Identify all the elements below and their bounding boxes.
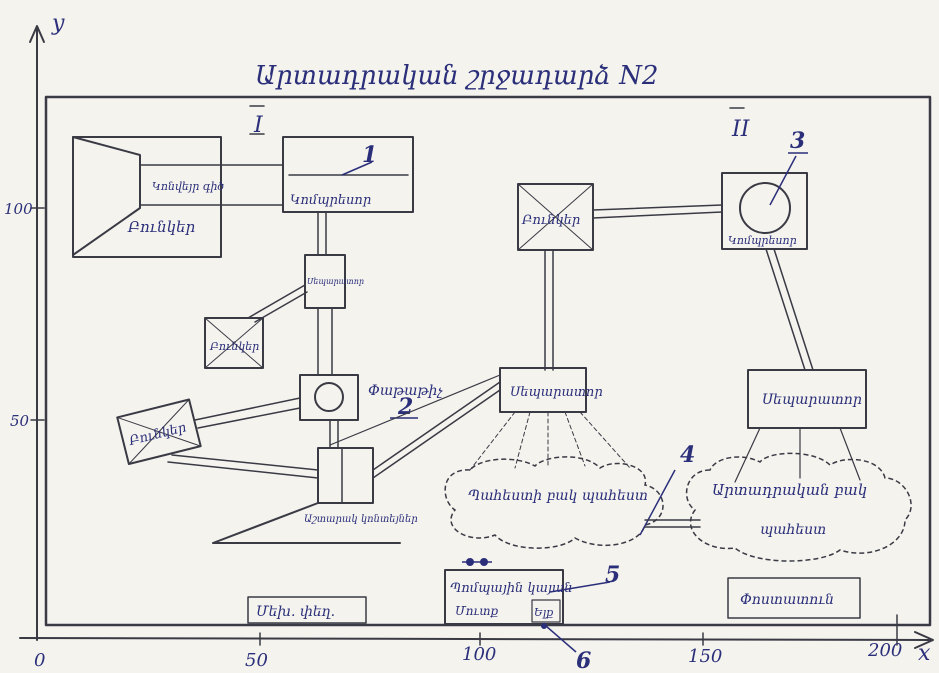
x-tick-100: 100 bbox=[462, 644, 496, 665]
bunker-middle: Բունկեր bbox=[518, 184, 593, 250]
cloud-right-sub: պահեստ bbox=[760, 522, 826, 538]
callout-1: 1 bbox=[362, 142, 377, 168]
silo-small-label: Բունկեր bbox=[209, 340, 259, 353]
y-axis-label: y bbox=[51, 11, 65, 36]
tower-label: Աշտարակ կոնտեյներ bbox=[304, 514, 418, 525]
separator-middle: Սեպարատոր bbox=[500, 368, 603, 412]
pump-station-small: Ելք bbox=[534, 606, 553, 619]
separator-middle-label: Սեպարատոր bbox=[510, 385, 603, 400]
callout-4: 4 bbox=[680, 442, 695, 468]
y-tick-50: 50 bbox=[10, 412, 30, 430]
bottom-right-box-label: Փոստատուն bbox=[740, 592, 834, 608]
separator-small-label: Սեպարատոր bbox=[307, 277, 364, 286]
mixer-2: Փաթաթիչ bbox=[300, 375, 443, 420]
zone-two-marker: II bbox=[731, 117, 751, 142]
unit-1-label: Կոմպրեսոր bbox=[290, 193, 371, 208]
bunker-top-left: Բունկեր bbox=[73, 137, 221, 257]
conveyor-top-label: Կոնվեյր գիծ bbox=[152, 180, 224, 193]
pump-station-line1: Պոմպային կայան bbox=[450, 581, 573, 596]
silo-small: Բունկեր bbox=[205, 318, 263, 368]
unit-3-label: Կոմպրեսոր bbox=[728, 234, 797, 247]
callout-3: 3 bbox=[790, 128, 805, 154]
bottom-right-box: Փոստատուն bbox=[728, 578, 860, 618]
bottom-left-box: Մեխ. փեղ. bbox=[248, 597, 366, 623]
separator-small: Սեպարատոր bbox=[305, 255, 364, 308]
diagram-title: Արտադրական շրջադարձ N2 bbox=[255, 61, 658, 91]
x-tick-0: 0 bbox=[34, 650, 45, 671]
cloud-right: Արտադրական բակ պահեստ bbox=[687, 453, 912, 561]
separator-right-label: Սեպարատոր bbox=[762, 392, 862, 408]
site-boundary bbox=[46, 97, 930, 625]
marker-dot bbox=[541, 623, 547, 629]
unit-1: Կոմպրեսոր bbox=[283, 137, 413, 212]
bunker-left-label: Բունկեր bbox=[127, 420, 188, 449]
bunker-left: Բունկեր bbox=[117, 400, 200, 464]
x-tick-200: 200 bbox=[867, 640, 902, 661]
cloud-left: Պահեստի բակ պահեստ bbox=[445, 457, 663, 548]
unit-3: Կոմպրեսոր bbox=[722, 173, 807, 249]
callout-5: 5 bbox=[605, 562, 620, 588]
x-tick-150: 150 bbox=[688, 646, 722, 667]
axes bbox=[20, 26, 933, 648]
bottom-left-box-label: Մեխ. փեղ. bbox=[256, 604, 335, 620]
bunker-middle-label: Բունկեր bbox=[521, 213, 580, 228]
y-tick-100: 100 bbox=[4, 200, 33, 218]
bunker-top-left-label: Բունկեր bbox=[127, 218, 195, 236]
x-tick-50: 50 bbox=[245, 650, 268, 671]
callout-6: 6 bbox=[576, 648, 591, 673]
cloud-right-label: Արտադրական բակ bbox=[712, 481, 867, 499]
separator-right: Սեպարատոր bbox=[748, 370, 866, 428]
x-axis-label: x bbox=[918, 641, 931, 666]
cloud-left-label: Պահեստի բակ պահեստ bbox=[468, 488, 648, 504]
pump-station-line2: Մուտք bbox=[455, 604, 499, 618]
